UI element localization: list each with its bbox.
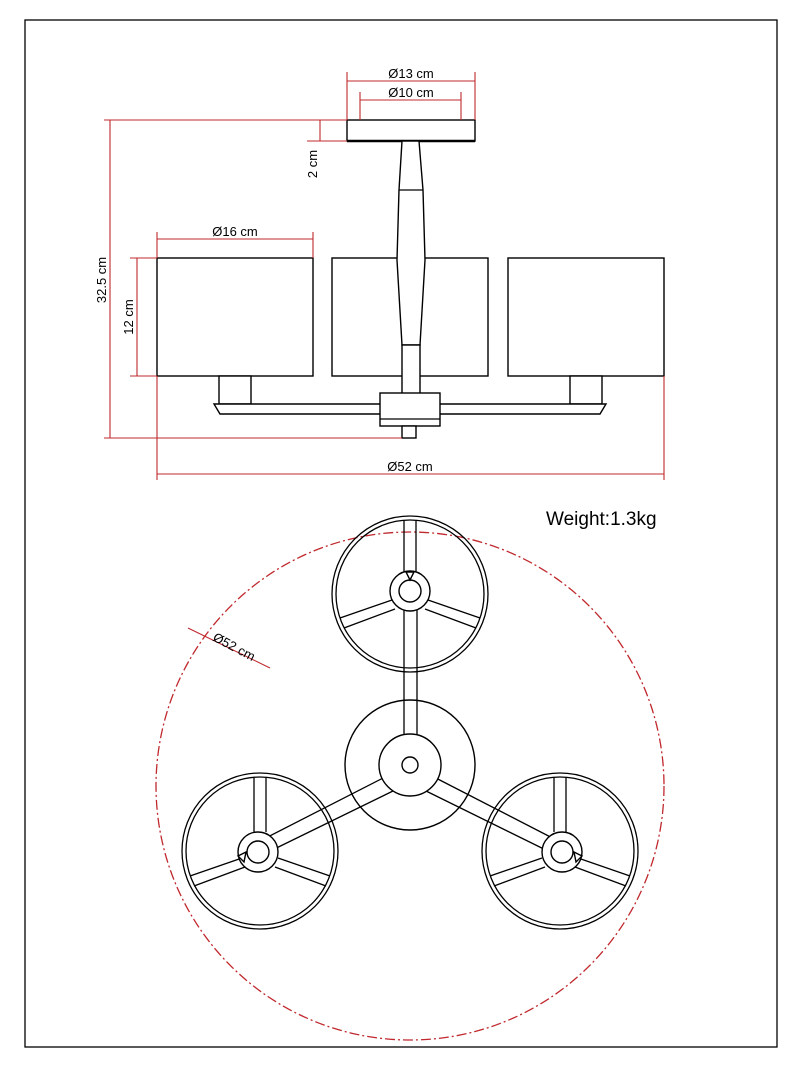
dim-canopy-outer: Ø13 cm bbox=[388, 66, 434, 81]
arm-left bbox=[251, 774, 396, 858]
shade-top-view-left bbox=[181, 772, 339, 930]
stem-lower bbox=[401, 344, 421, 396]
dim-total-height: 32.5 cm bbox=[94, 257, 109, 303]
dim-top-diameter: Ø52 cm bbox=[211, 629, 258, 664]
hub-finial bbox=[401, 425, 417, 439]
dim-shade-diameter: Ø16 cm bbox=[212, 224, 258, 239]
top-view-outline-circle bbox=[155, 531, 665, 1041]
side-view-dimensions: Ø13 cm Ø10 cm 2 cm 32.5 cm Ø16 cm 12 cm … bbox=[94, 66, 665, 480]
drawing-border bbox=[24, 19, 778, 1048]
dim-canopy-height: 2 cm bbox=[305, 150, 320, 178]
dim-line-top-diameter bbox=[187, 627, 271, 669]
shade-top-view-right bbox=[481, 772, 639, 930]
hub bbox=[379, 392, 441, 427]
shade-left bbox=[156, 257, 314, 377]
weight-label: Weight:1.3kg bbox=[546, 509, 657, 530]
stem-spindle bbox=[396, 140, 426, 346]
lamp-cup-right bbox=[569, 375, 603, 405]
shade-right bbox=[507, 257, 665, 377]
dim-total-width: Ø52 cm bbox=[387, 459, 433, 474]
shade-top-view-top bbox=[331, 515, 489, 673]
top-view: Ø52 cm bbox=[155, 515, 665, 1041]
canopy bbox=[346, 119, 476, 142]
lamp-cup-left bbox=[218, 375, 252, 405]
dim-canopy-inner: Ø10 cm bbox=[388, 85, 434, 100]
top-hub-inner bbox=[401, 756, 419, 774]
dim-shade-height: 12 cm bbox=[121, 299, 136, 334]
side-view bbox=[156, 119, 665, 439]
